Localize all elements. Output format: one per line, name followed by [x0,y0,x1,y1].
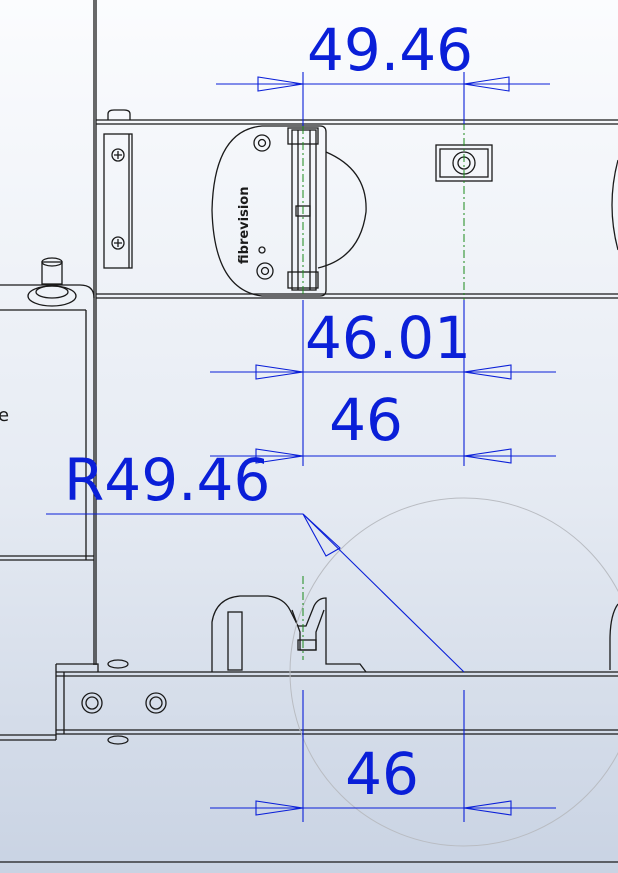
arrow-icon [463,800,512,816]
rail-tab [107,735,129,745]
lower-bracket-slot [227,611,243,671]
right-lower-edge [609,603,618,670]
rail-hole-icon [81,692,103,714]
centerlines [302,122,465,660]
arrow-icon [257,76,304,92]
rail-hole-icon-inner [85,696,99,710]
part-label: fibrevision [237,187,252,264]
arrow-icon [463,364,512,380]
screw-icon-cross [114,151,122,159]
radius-leader [302,513,465,673]
arrow-icon [302,513,341,557]
standoff-top [41,257,63,267]
indicator-hole [258,246,266,254]
standoff-flange-inner [35,285,69,299]
arrow-icon [463,76,510,92]
dimension-top-span[interactable]: 49.46 [307,16,473,84]
screw-icon-inner [257,138,267,148]
screw-icon [253,134,271,152]
edge-text: e [0,405,9,426]
left-bracket-plate [103,133,133,269]
rail-hole-icon-inner [149,696,163,710]
arrow-icon [255,448,304,464]
right-arc-edge [611,159,618,251]
lower-bracket-pad [297,639,317,651]
arrow-icon [255,364,304,380]
slider-rail [291,129,317,291]
standoff-body [41,261,63,285]
mount-plate-arc [317,151,367,269]
construction-circle [289,497,618,847]
screw-icon [111,148,125,162]
arrow-icon [255,800,304,816]
dimension-annotations[interactable] [46,72,556,822]
rail-hole-icon [145,692,167,714]
dimension-radius[interactable]: R49.46 [64,446,270,514]
dimension-lower-span[interactable]: 46 [329,386,403,454]
screw-icon [256,262,274,280]
rail-tab [107,659,129,669]
screw-icon-inner [260,266,270,276]
dimension-bottom-span[interactable]: 46 [345,740,419,808]
lower-bracket-outline [211,595,367,673]
arrow-icon [463,448,512,464]
left-box-edge [0,284,95,299]
dimension-middle-span[interactable]: 46.01 [305,304,471,372]
bottom-rail-cap [56,663,99,672]
screw-icon [111,236,125,250]
screw-icon-cross [114,239,122,247]
mount-plate-outline [211,125,327,297]
top-rail-knob [107,109,131,120]
